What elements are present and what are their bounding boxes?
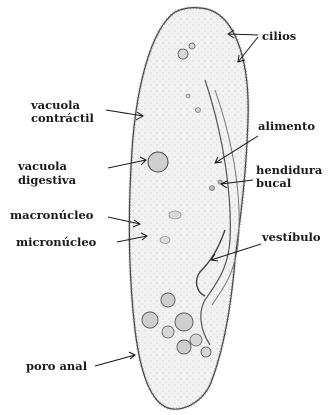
label-poro-anal: poro anal [26,359,88,373]
label-vacuola-digestiva-line2: digestiva [18,173,77,187]
label-vacuola-contractil-line1: vacuola [30,98,81,112]
label-hendidura-bucal-line1: hendidura [256,163,323,177]
label-cilios: cilios [262,29,296,43]
label-vacuola-contractil-line2: contráctil [31,111,95,125]
arrow-poro-anal [95,352,135,366]
label-vacuola-digestiva-line1: vacuola [17,159,68,173]
label-hendidura-bucal-line2: bucal [256,176,292,190]
arrow-cilios-1 [228,30,258,38]
label-micronucleo: micronúcleo [16,235,97,249]
label-vestibulo: vestíbulo [261,230,321,244]
label-alimento: alimento [258,119,315,133]
label-macronucleo: macronúcleo [10,208,94,222]
